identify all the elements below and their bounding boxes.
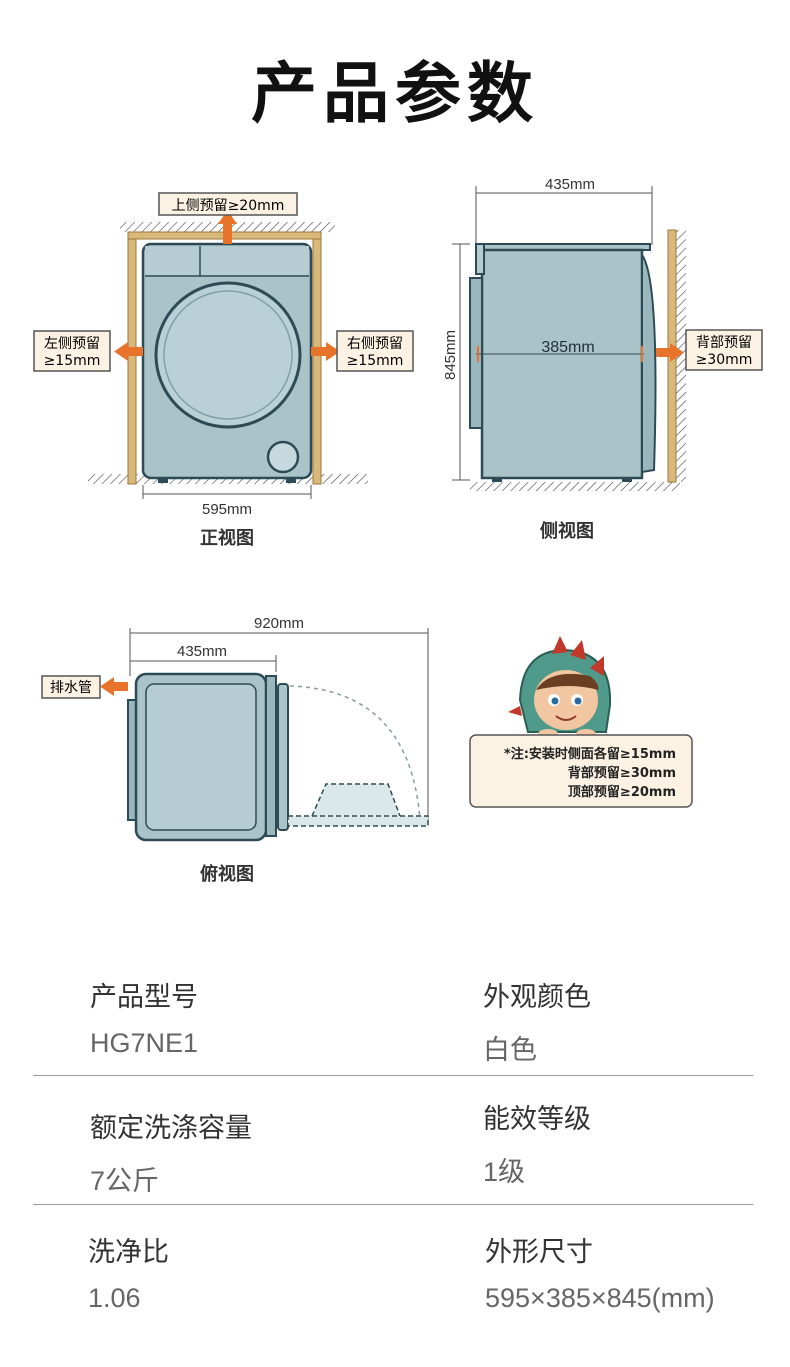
- drain-label: 排水管: [50, 680, 92, 696]
- spec-value: 7公斤: [90, 1166, 160, 1196]
- top-view: 920mm 435mm 排水管 俯视图: [41, 615, 429, 885]
- note-line1: *注:安装时侧面各留≥15mm: [504, 746, 676, 762]
- back-clearance-line2: ≥30mm: [696, 352, 753, 368]
- installation-note: *注:安装时侧面各留≥15mm 背部预留≥30mm 顶部预留≥20mm: [469, 734, 693, 808]
- top-door-depth-label: 920mm: [254, 615, 304, 632]
- front-view: 上侧预留≥20mm 左侧预留 ≥15mm 右侧预留 ≥15mm 595mm 正视…: [33, 192, 414, 549]
- spec-model: 产品型号 HG7NE1: [90, 975, 198, 1059]
- top-depth-label: 435mm: [177, 643, 227, 660]
- installation-diagram: 上侧预留≥20mm 左侧预留 ≥15mm 右侧预留 ≥15mm 595mm 正视…: [33, 176, 763, 885]
- side-view: 435mm 845mm 385mm 背部预留 ≥30mm 侧视图: [442, 176, 763, 542]
- note-line3: 顶部预留≥20mm: [568, 784, 676, 800]
- spec-dimensions: 外形尺寸 595×385×845(mm): [485, 1230, 715, 1314]
- spec-value: 595×385×845(mm): [485, 1283, 715, 1313]
- divider: [33, 1204, 753, 1205]
- spec-value: 白色: [483, 1035, 537, 1065]
- right-clearance-label-box: [336, 330, 414, 372]
- right-clearance-line2: ≥15mm: [347, 353, 404, 369]
- spec-value: HG7NE1: [90, 1028, 199, 1058]
- spec-key: 洗净比: [88, 1237, 169, 1268]
- front-width-label: 595mm: [202, 501, 252, 518]
- divider: [33, 1075, 753, 1076]
- top-clearance-label-box: [158, 192, 298, 216]
- side-view-caption: 侧视图: [540, 520, 594, 542]
- spec-key: 产品型号: [90, 982, 198, 1013]
- back-clearance-label-box: [685, 329, 763, 371]
- side-depth-total-label: 435mm: [545, 176, 595, 193]
- right-clearance-line1: 右侧预留: [347, 336, 403, 352]
- door-circle: [154, 281, 302, 429]
- spec-key: 能效等级: [483, 1104, 591, 1135]
- left-clearance-line2: ≥15mm: [44, 353, 101, 369]
- spec-energy: 能效等级 1级: [483, 1097, 591, 1189]
- spec-key: 额定洗涤容量: [90, 1113, 252, 1144]
- spec-key: 外形尺寸: [485, 1237, 593, 1268]
- note-line2: 背部预留≥30mm: [568, 765, 676, 781]
- back-clearance-line1: 背部预留: [696, 335, 752, 351]
- side-height-label: 845mm: [442, 330, 459, 380]
- left-clearance-line1: 左侧预留: [44, 336, 100, 352]
- side-depth-body-label: 385mm: [541, 339, 594, 356]
- top-clearance-label: 上侧预留≥20mm: [172, 198, 285, 214]
- spec-value: 1.06: [88, 1283, 141, 1313]
- drain-label-box: [41, 675, 101, 699]
- top-view-caption: 俯视图: [200, 863, 254, 885]
- mascot-illustration: [508, 636, 612, 739]
- spec-capacity: 额定洗涤容量 7公斤: [90, 1106, 252, 1198]
- spec-value: 1级: [483, 1157, 526, 1187]
- spec-key: 外观颜色: [483, 982, 591, 1013]
- left-clearance-label-box: [33, 330, 111, 372]
- spec-color: 外观颜色 白色: [483, 975, 591, 1067]
- page-title: 产品参数: [251, 55, 539, 132]
- side-machine: [480, 248, 644, 480]
- front-view-caption: 正视图: [200, 527, 254, 549]
- spec-wash-ratio: 洗净比 1.06: [88, 1230, 169, 1314]
